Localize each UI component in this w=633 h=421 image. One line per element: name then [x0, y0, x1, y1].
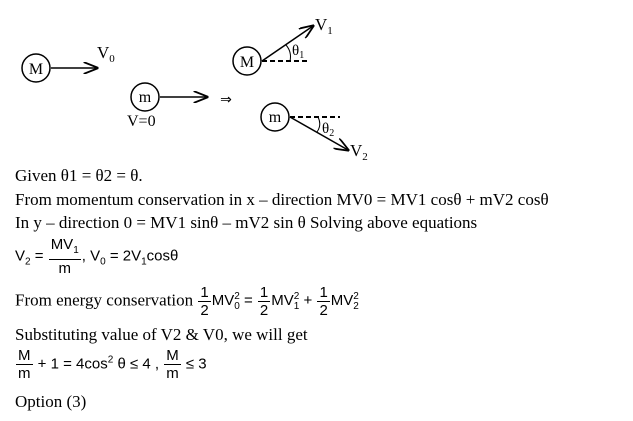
mass-M-after: M [232, 46, 262, 76]
m-velocity-label: V=0 [127, 113, 156, 130]
eq1-v0-sub: 0 [100, 256, 106, 268]
momentum-x-line: From momentum conservation in x – direct… [15, 190, 549, 209]
eq2-term3-sup: 2 [353, 290, 359, 302]
eq3-frac1-num: M [16, 347, 33, 365]
mass-m-after: m [260, 102, 290, 132]
eq1-equals: = [30, 247, 48, 265]
mass-m-before: m [130, 82, 160, 112]
eq3-part3: ≤ 3 [181, 355, 207, 373]
collision-diagram: M V0 m V=0 ⇒ M θ1 V1 m θ2 V2 [21, 15, 368, 163]
eq2-equals: = [239, 292, 257, 310]
eq2-term2-sub: 1 [293, 300, 300, 312]
theta2-label: θ2 [322, 121, 334, 139]
eq1-num-sub: 1 [73, 245, 79, 256]
eq2-term3-sub: 2 [353, 300, 359, 312]
svg-text:m: m [139, 89, 152, 106]
theta1-arc [285, 44, 291, 62]
eq1-v0: , V [81, 247, 101, 265]
energy-prefix: From energy conservation [15, 290, 198, 310]
eq3-frac1-den: m [18, 365, 31, 382]
eq3-part2: θ ≤ 4 , [113, 355, 164, 373]
mass-M-before: M [21, 53, 51, 83]
implies-sign: ⇒ [220, 92, 232, 108]
svg-text:m: m [269, 109, 282, 126]
eq1-lhs-sub: 2 [25, 256, 31, 268]
eq2-term3: MV [330, 292, 354, 310]
eq2-term2: MV [271, 292, 294, 310]
eq1-num: MV [50, 236, 74, 253]
eq1-2v1: = 2V [105, 247, 142, 265]
eq3-frac2-num: M [164, 347, 181, 365]
eq2-frac2-num: 1 [257, 284, 271, 302]
eq2-term1: MV [211, 292, 235, 310]
eq1-lhs: V [15, 247, 26, 265]
v2-label: V2 [350, 141, 368, 163]
theta1-label: θ1 [292, 43, 304, 61]
svg-text:M: M [240, 54, 254, 71]
eq2-frac1-num: 1 [198, 284, 211, 302]
v1-arrow [261, 26, 313, 62]
svg-text:M: M [29, 61, 43, 78]
eq2-plus: + [299, 292, 317, 310]
eq2-term1-sub: 0 [234, 300, 240, 312]
substitution-line: Substituting value of V2 & V0, we will g… [15, 325, 308, 344]
theta2-arc [316, 116, 321, 133]
v0-label: V0 [97, 43, 115, 65]
eq3-part1: + 1 = 4cos [33, 355, 108, 373]
eq3-frac2-den: m [166, 365, 179, 382]
given-line: Given θ1 = θ2 = θ. [15, 166, 143, 185]
eq1-den: m [58, 260, 71, 277]
eq3-sup: 2 [107, 354, 114, 366]
eq2-frac2-den: 2 [259, 302, 269, 319]
eq2-frac1-den: 2 [200, 302, 209, 319]
v1-label: V1 [315, 15, 333, 37]
eq2-frac3-num: 1 [317, 284, 330, 302]
eq1-2v1-sub: 1 [141, 256, 147, 268]
eq2-term1-sup: 2 [234, 290, 240, 302]
eq1-cos: cosθ [146, 247, 179, 265]
eq2-term2-sup: 2 [293, 290, 300, 302]
v2-arrow [289, 116, 348, 150]
momentum-y-line: In y – direction 0 = MV1 sinθ – mV2 sin … [15, 213, 478, 232]
answer-option: Option (3) [15, 392, 87, 411]
eq2-frac3-den: 2 [319, 302, 328, 319]
